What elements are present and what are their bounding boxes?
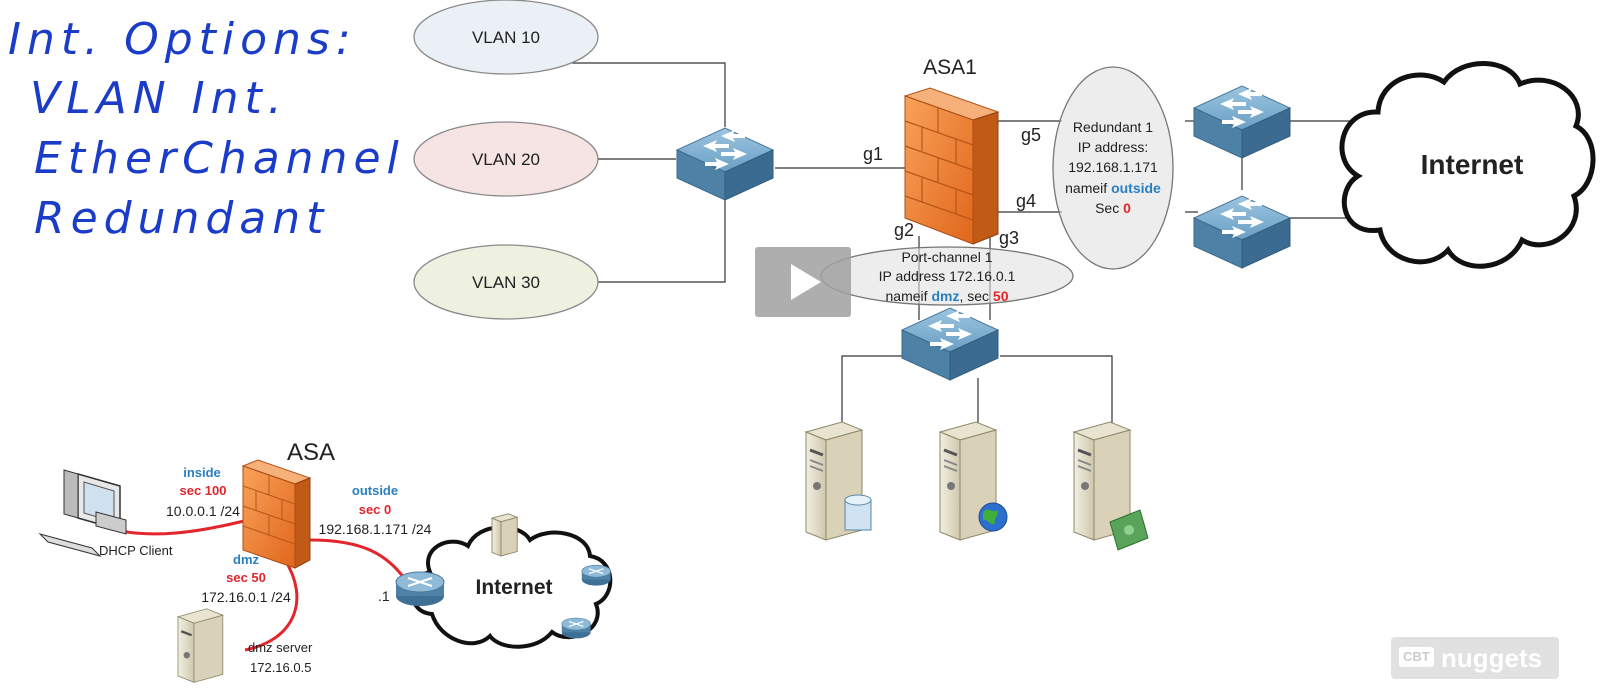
note-line-2: VLAN Int. [30,73,288,124]
vlan-20: VLAN 20 [413,121,599,197]
port-g2-label: g2 [894,220,914,240]
note-line-1: Int. Options: [8,14,357,65]
redundant-ip-value: 192.168.1.171 [1068,159,1158,175]
port-g3-label: g3 [999,228,1019,248]
inside-ip: 10.0.0.1 /24 [166,503,240,519]
dmz-sec: sec 50 [226,570,266,585]
port-g1-label: g1 [863,144,883,164]
outside-ip: 192.168.1.171 /24 [319,521,432,537]
switch-dmz-icon [901,307,999,381]
router-ip-label: .1 [378,588,390,604]
vlan-10-label: VLAN 10 [472,28,540,47]
switch-vlan-icon [676,127,774,201]
port-g4-label: g4 [1016,191,1036,211]
port-channel-nameif: nameif dmz, sec 50 [886,288,1009,304]
handwritten-notes: Int. Options: VLAN Int. EtherChannel Red… [8,14,405,244]
dmz-server-ip: 172.16.0.5 [250,660,311,675]
inset-internet-label: Internet [475,576,552,599]
asa-label: ASA [287,439,335,466]
inset-internet-cloud-icon: Internet [410,525,613,649]
money-icon [1109,509,1149,551]
watermark-text: nuggets [1440,643,1543,673]
outside-label: outside [352,483,398,498]
outside-sec: sec 0 [359,502,392,517]
cloud-router-2-icon [561,617,592,640]
asa1-label: ASA1 [923,56,977,79]
redundant-name: Redundant 1 [1073,119,1153,135]
inside-sec: sec 100 [180,483,227,498]
note-line-3: EtherChannel [34,133,405,184]
redundant-ip-label: IP address: [1078,139,1149,155]
vlan-10: VLAN 10 [413,0,599,75]
dmz-ip: 172.16.0.1 /24 [201,589,291,605]
dmz-label: dmz [233,552,260,567]
asa-firewall-icon [241,459,312,569]
vlan-30-label: VLAN 30 [472,273,540,292]
cbt-badge: CBT [1399,647,1434,668]
inset-cloud-server-icon [490,513,519,557]
port-channel-name: Port-channel 1 [901,249,992,265]
note-line-4: Redundant [34,193,329,244]
switch-outside-1-icon [1193,85,1291,159]
dmz-server-icon [176,608,225,683]
cloud-router-1-icon [581,564,612,587]
globe-icon [978,502,1008,532]
inside-label: inside [183,465,221,480]
internet-label: Internet [1421,149,1524,180]
redundant-sec: Sec 0 [1095,200,1131,216]
video-play-button[interactable] [755,247,851,317]
cbt-nuggets-watermark: CBT nuggets [1391,637,1559,679]
vlan-20-label: VLAN 20 [472,150,540,169]
switch-outside-2-icon [1193,195,1291,269]
redundant-interface-bubble: Redundant 1 IP address: 192.168.1.171 na… [1052,66,1174,270]
database-icon [844,494,872,531]
redundant-nameif: nameif outside [1065,180,1161,196]
dmz-server-label: dmz server [248,640,313,655]
internet-cloud-icon: Internet [1339,61,1596,269]
dhcp-client-computer-icon [38,469,127,557]
dhcp-client-label: DHCP Client [99,543,173,558]
edge-router-icon [395,571,445,607]
play-icon [791,264,821,300]
port-g5-label: g5 [1021,125,1041,145]
port-channel-bubble: Port-channel 1 IP address 172.16.0.1 nam… [820,246,1074,306]
asa1-firewall-icon [903,87,1000,245]
port-channel-ip: IP address 172.16.0.1 [879,268,1016,284]
vlan-30: VLAN 30 [413,244,599,320]
